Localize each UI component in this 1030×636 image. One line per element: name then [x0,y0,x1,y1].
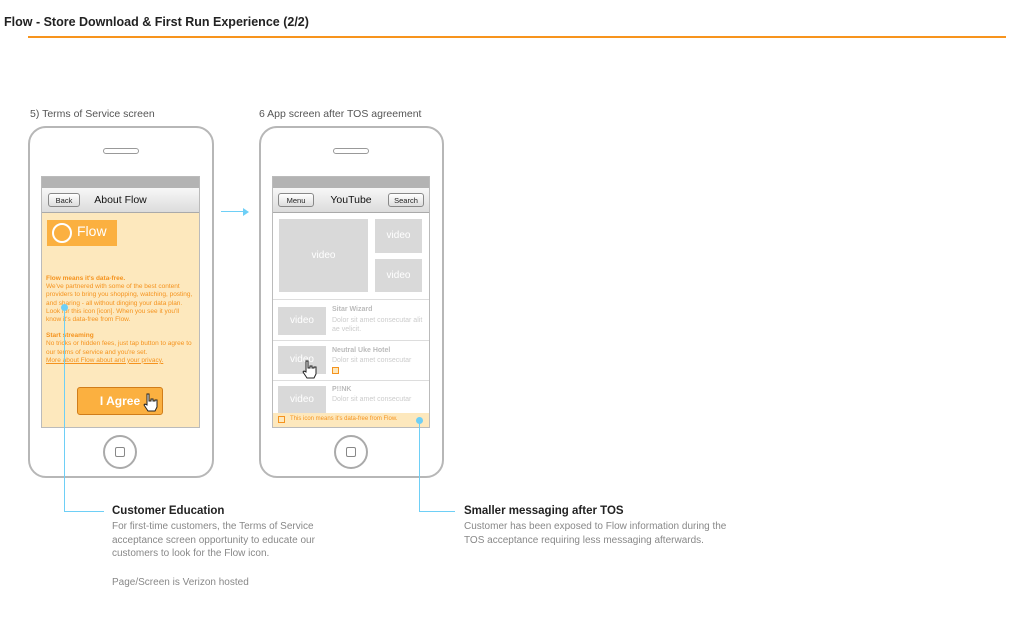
phone1-speaker [103,148,139,154]
tos-heading-2: Start streaming [46,332,94,340]
annotation-heading-right: Smaller messaging after TOS [464,505,624,517]
nav-title: YouTube [330,194,372,206]
home-square-icon [346,447,356,457]
list-item[interactable]: video Neutral Uke Hotel Dolor sit amet c… [273,341,429,380]
list-item[interactable]: video Sitar Wizard Dolor sit amet consec… [273,301,429,340]
banner-text: This icon means it's data-free from Flow… [290,416,398,422]
home-square-icon [115,447,125,457]
nav-title: About Flow [94,194,147,206]
page-title: Flow - Store Download & First Run Experi… [4,15,309,29]
list-item[interactable]: video P!!NK Dolor sit amet consecutar [273,381,429,413]
data-free-icon [278,416,285,423]
list-item-title: Sitar Wizard [332,306,373,313]
connector-dot [416,417,423,424]
annotation-body-left: For first-time customers, the Terms of S… [112,521,315,559]
phone1-navbar: Back About Flow [42,188,199,213]
flow-logo-text: Flow [77,223,107,239]
status-bar [273,177,429,188]
list-item-subtitle: Dolor sit amet consecutar alit ae velici… [332,317,423,333]
connector-line [64,511,104,512]
title-underline [28,36,1006,38]
connector-line [419,423,420,511]
annotation-note-left: Page/Screen is Verizon hosted [112,577,249,588]
tos-paragraph-2: No tricks or hidden fees, just tap butto… [46,340,192,356]
data-free-icon [332,367,339,374]
video-tile-small[interactable]: video [375,259,422,292]
data-free-banner: This icon means it's data-free from Flow… [273,413,429,427]
connector-dot [61,304,68,311]
phone2-navbar: Menu YouTube Search [273,188,429,213]
list-item-thumb: video [278,307,326,335]
privacy-link[interactable]: More about Flow about and your privacy. [46,356,164,364]
annotation-body-right: Customer has been exposed to Flow inform… [464,521,727,546]
tos-heading-1: Flow means it's data-free. [46,275,126,282]
status-bar [42,177,199,188]
flow-arrow-line [221,211,245,212]
phone2-speaker [333,148,369,154]
menu-button[interactable]: Menu [278,193,314,207]
flow-logo: Flow [47,220,117,246]
connector-line [419,511,455,512]
list-item-title: P!!NK [332,386,352,393]
list-divider [273,380,429,381]
connector-line [64,310,65,511]
tos-paragraph-1: We've partnered with some of the best co… [46,283,193,324]
hand-cursor-icon [143,393,158,412]
phone2-caption: 6 App screen after TOS agreement [259,108,422,120]
phone1-caption: 5) Terms of Service screen [30,108,155,120]
search-button[interactable]: Search [388,193,424,207]
list-divider [273,340,429,341]
list-item-subtitle: Dolor sit amet consecutar [332,396,412,403]
video-tile-small[interactable]: video [375,219,422,253]
video-tile-large[interactable]: video [279,219,368,292]
list-divider [273,299,429,300]
list-item-thumb: video [278,386,326,413]
phone1-screen: Back About Flow [41,176,200,428]
annotation-heading-left: Customer Education [112,505,225,517]
list-item-title: Neutral Uke Hotel [332,347,391,354]
phone2-home-button[interactable] [334,435,368,469]
back-button[interactable]: Back [48,193,80,207]
list-item-subtitle: Dolor sit amet consecutar [332,357,412,364]
tos-body: Flow means it's data-free. We've partner… [46,275,196,365]
flow-ring-icon [52,223,72,243]
phone1-home-button[interactable] [103,435,137,469]
list-item-thumb: video [278,346,326,374]
hand-cursor-icon [302,360,317,379]
arrow-right-icon [243,208,249,216]
